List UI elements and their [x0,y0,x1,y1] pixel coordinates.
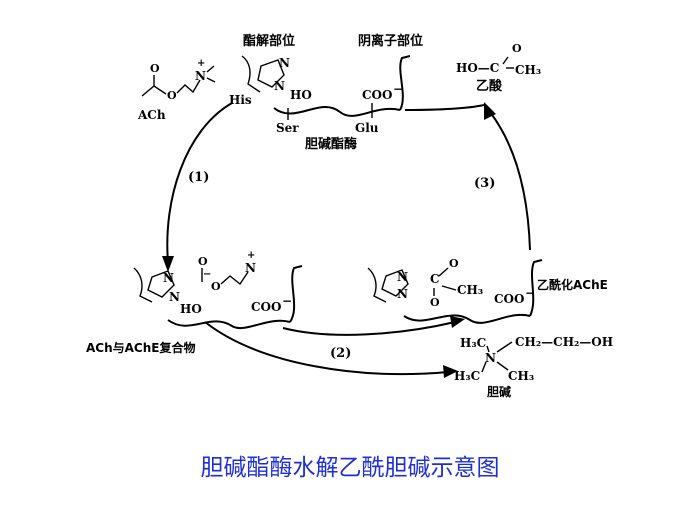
ester-site-label: 酯解部位 [243,33,295,49]
complex-ammonium-n: N [245,261,256,275]
ethyl-chain [176,79,201,94]
step-1-label: (1) [188,170,209,185]
acid-ch3: CH₃ [515,63,541,77]
choline-h3c-top: H₃C [460,336,486,350]
acid-carbonyl-o: O [512,42,522,55]
step-1-arrowhead [162,256,174,272]
choline-bonds [481,341,513,373]
bottom-arrowhead [450,316,465,328]
choline-label: 胆碱 [487,384,511,399]
acetyl-carbonyl-o: O [449,257,459,270]
step-2-arrowhead [443,365,458,378]
complex-ethyl-chain [220,271,249,286]
complex-n-charge: + [247,250,255,261]
complex-coo: COO [251,300,281,314]
acetyl-ch3-bond [441,285,457,291]
step-3-label: (3) [474,176,495,191]
acetylated-ache: N N O C CH₃ O COO − 乙酰化AChE [367,257,608,324]
diagram-caption: 胆碱酯酶水解乙酰胆碱示意图 [200,455,500,481]
complex-anion-pocket [289,265,303,323]
acetyl-chain [141,85,167,97]
carbonyl-o: O [150,62,160,75]
enzyme-backbone [273,106,401,117]
ach-label: ACh [137,108,166,122]
ho-group: HO [290,88,312,102]
choline: H₃C N CH₂—CH₂—OH H₃C CH₃ 胆碱 [454,335,613,399]
glu-label: Glu [355,121,379,135]
acetyl-imidazole [381,269,409,297]
acetyl-coo-charge: − [525,286,535,300]
acetyl-co-bond [438,267,449,277]
complex-n: N [169,290,180,304]
choline-chain: CH₂—CH₂—OH [515,335,613,349]
acetyl-ch3: CH₃ [457,283,483,297]
complex-carbonyl-o: O [198,255,208,268]
complex-imidazole [147,270,175,298]
acid-carbonyl-bond [502,56,509,65]
ach-ache-complex: N N O − O N + HO COO − ACh与AChE复合物 [86,250,303,355]
step-3-arrow [489,111,531,251]
acetyl-his-chain [367,267,387,303]
enzyme-label: 胆碱酯酶 [305,136,357,152]
acetyl-n: N [397,287,408,301]
methyl-bonds [206,65,216,83]
ach-n: N [195,69,206,83]
top-link [404,104,485,111]
bottom-arrow [282,321,456,336]
step-2-arrow [204,321,449,376]
acetyl-carbon: C [430,272,440,286]
atom-n: N [274,79,285,93]
complex-coo-charge: − [282,294,292,308]
coo-group: COO [362,88,392,102]
acetyl-coo: COO [494,292,524,306]
ester-o: O [167,89,177,102]
complex-ester-o: O [211,280,221,293]
ser-label: Ser [276,121,299,135]
choline-n: N [485,351,496,365]
imidazole-ring [257,59,285,88]
acetylated-ache-label: 乙酰化AChE [537,277,608,292]
complex-ho-group: HO [180,302,202,316]
step-2-label: (2) [330,346,351,361]
anion-site-label: 阴离子部位 [358,33,423,49]
step-3-arrowhead [484,102,496,120]
ach-n-charge: + [197,58,205,69]
complex-n: N [163,271,174,285]
his-chain [241,55,261,93]
step-1-arrow [166,102,233,263]
cholinesterase-enzyme: 酯解部位 阴离子部位 N N His HO COO − Ser Glu 胆碱酯酶 [229,33,423,152]
complex-his-chain [133,267,153,303]
acetic-acid: O HO—C CH₃ 乙酸 [456,42,541,94]
complex-backbone [167,319,291,330]
acetylcholine: O O N + ACh [137,58,216,122]
choline-ch3: CH₃ [508,369,534,383]
anion-pocket [399,55,411,111]
acetic-acid-label: 乙酸 [476,78,503,94]
acetyl-ser-o: O [430,296,440,309]
acid-ho-c: HO—C [456,61,499,75]
complex-label: ACh与AChE复合物 [86,340,195,355]
acetyl-backbone [403,313,531,324]
cycle-arrows [162,102,531,378]
acetyl-n: N [397,270,408,284]
complex-o-charge: − [203,269,211,280]
coo-charge: − [393,82,403,96]
acetyl-anion-pocket [529,259,543,317]
his-label: His [229,93,252,107]
choline-h3c-bottom: H₃C [454,369,480,383]
atom-n: N [279,56,290,70]
